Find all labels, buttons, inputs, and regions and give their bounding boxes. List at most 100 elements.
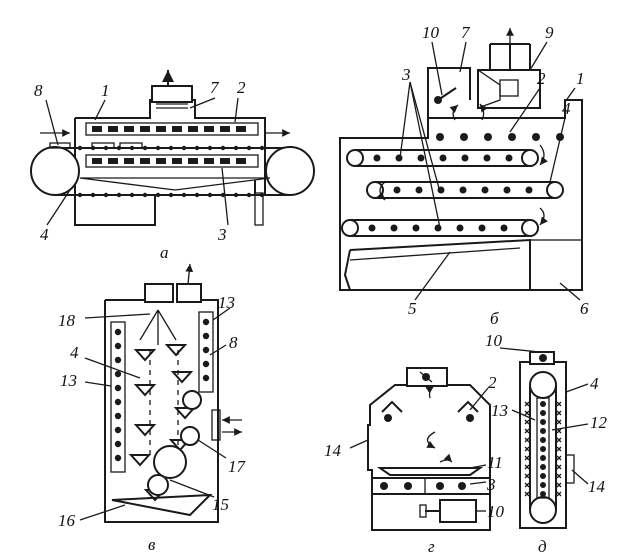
- caption-a: а: [160, 243, 169, 262]
- belt-link: [103, 145, 109, 151]
- label-d-4: 4: [590, 374, 599, 393]
- heater-dot: [114, 370, 122, 378]
- label-g-14: 14: [324, 441, 342, 460]
- label-v-18: 18: [58, 311, 76, 330]
- heater-dot: [114, 356, 122, 364]
- belt-link: [194, 192, 200, 198]
- heater-element: [236, 126, 246, 132]
- heater-dot: [483, 154, 491, 162]
- heater-dot: [390, 224, 398, 232]
- belt-link: [194, 145, 200, 151]
- bucket: [164, 344, 188, 357]
- belt-link: [207, 192, 213, 198]
- belt-link: [77, 192, 83, 198]
- chain-link: [556, 419, 562, 425]
- elevator-bucket: [540, 455, 546, 461]
- belt-link: [142, 192, 148, 198]
- heater-dot: [202, 360, 210, 368]
- heater-dot: [393, 186, 401, 194]
- belt-link: [246, 192, 252, 198]
- heater-dot: [202, 346, 210, 354]
- chain-link: [524, 401, 530, 407]
- fan-unit-7: [151, 85, 193, 103]
- belt-link: [181, 145, 187, 151]
- tray-16: [111, 493, 213, 517]
- heater-dot: [114, 328, 122, 336]
- heater-element: [204, 158, 214, 164]
- conveyor-roller: [521, 149, 539, 167]
- heater-dot: [481, 186, 489, 194]
- chain-link: [524, 464, 530, 470]
- heater-element: [204, 126, 214, 132]
- chain-link: [556, 491, 562, 497]
- belt-link: [233, 145, 239, 151]
- heater-dot: [436, 482, 444, 490]
- chain-link: [524, 410, 530, 416]
- elevator-bucket: [540, 437, 546, 443]
- label-b-2: 2: [537, 69, 546, 88]
- belt-link: [90, 192, 96, 198]
- heater-dot: [114, 412, 122, 420]
- heater-dot: [434, 224, 442, 232]
- label-g-10-top: 10: [485, 331, 503, 350]
- chain-link: [524, 446, 530, 452]
- top-box: [144, 283, 174, 303]
- heater-element: [172, 158, 182, 164]
- heater-dot: [202, 318, 210, 326]
- heater-dot: [404, 482, 412, 490]
- drive-drum-left: [30, 146, 80, 196]
- belt-link: [116, 145, 122, 151]
- label-b-3: 3: [401, 65, 411, 84]
- heater-element: [108, 158, 118, 164]
- conveyor-roller: [546, 181, 564, 199]
- caption-v: в: [148, 535, 156, 554]
- heater-dot: [503, 186, 511, 194]
- chain-link: [556, 446, 562, 452]
- label-a-7: 7: [210, 78, 220, 97]
- label-b-9: 9: [545, 23, 554, 42]
- label-a-3: 3: [217, 225, 227, 244]
- heater-element: [124, 126, 134, 132]
- heater-element: [172, 126, 182, 132]
- panel-b: 10 7 9 3 2 1 4 5 6 б: [339, 23, 589, 328]
- heater-dot: [114, 454, 122, 462]
- dryer-housing-b: [339, 99, 583, 291]
- heater-dot: [380, 482, 388, 490]
- conveyor-roller: [341, 219, 359, 237]
- label-a-8: 8: [34, 81, 43, 100]
- belt-link: [77, 145, 83, 151]
- label-v-8: 8: [229, 333, 238, 352]
- caption-g: г: [428, 537, 435, 556]
- elevator-bucket: [540, 428, 546, 434]
- chain-link: [524, 482, 530, 488]
- chain-link: [524, 491, 530, 497]
- chain-link: [556, 464, 562, 470]
- elevator-bucket: [540, 446, 546, 452]
- elevator-bucket: [540, 482, 546, 488]
- elevator-bucket: [540, 410, 546, 416]
- label-b-1: 1: [576, 69, 585, 88]
- heater-element: [92, 126, 102, 132]
- label-g-2: 2: [488, 373, 497, 392]
- label-v-13-left: 13: [60, 371, 77, 390]
- tray-11: [376, 467, 484, 476]
- heater-element: [188, 126, 198, 132]
- heater-dot: [412, 224, 420, 232]
- belt-link: [168, 145, 174, 151]
- heater-dot: [478, 224, 486, 232]
- elevator-bucket: [540, 401, 546, 407]
- belt-link: [129, 192, 135, 198]
- chain-link: [524, 473, 530, 479]
- label-b-6: 6: [580, 299, 589, 318]
- label-v-4: 4: [70, 343, 79, 362]
- panel-a: 8 1 7 2 4 3 а: [30, 70, 315, 262]
- label-a-1: 1: [101, 81, 110, 100]
- belt-link: [142, 145, 148, 151]
- heater-dot: [456, 224, 464, 232]
- label-b-5: 5: [408, 299, 417, 318]
- bucket: [128, 454, 152, 467]
- panel-d: 4 13 12 14 д: [491, 351, 608, 556]
- label-a-4: 4: [40, 225, 49, 244]
- label-d-12: 12: [590, 413, 608, 432]
